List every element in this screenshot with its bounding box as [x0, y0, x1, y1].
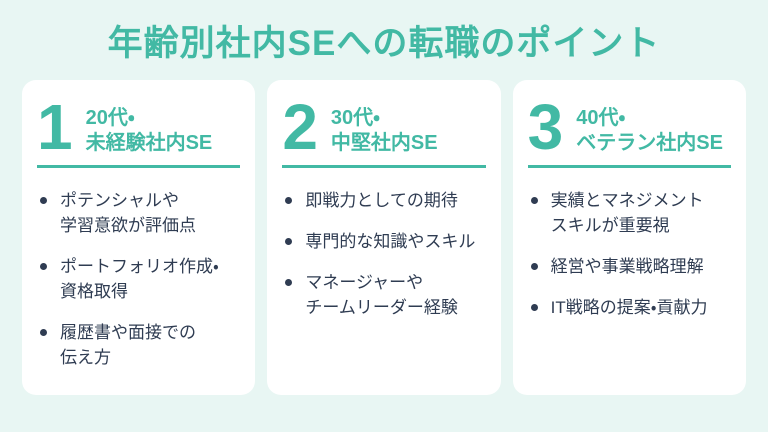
card-header: 3 40代・ ベテラン社内SE: [527, 91, 731, 164]
bullet-item: 専門的な知識やスキル: [282, 229, 485, 254]
bullet-item: マネージャーや チームリーダー経験: [282, 270, 485, 320]
bullet-item: 履歴書や面接での 伝え方: [37, 320, 240, 370]
card-bullet-list: 即戦力としての期待 専門的な知識やスキル マネージャーや チームリーダー経験: [282, 188, 485, 320]
card-number: 3: [527, 91, 564, 164]
bullet-dot-icon: [285, 197, 293, 204]
bullet-dot-icon: [40, 197, 47, 204]
bullet-text: ポテンシャルや 学習意欲が評価点: [60, 191, 196, 235]
bullet-text: 経営や事業戦略理解: [550, 257, 704, 276]
bullet-dot-icon: [40, 263, 47, 270]
card-bullet-list: ポテンシャルや 学習意欲が評価点 ポートフォリオ作成・ 資格取得 履歴書や面接で…: [37, 188, 240, 370]
card-heading: 30代・ 中堅社内SE: [330, 107, 438, 154]
bullet-item: IT戦略の提案・貢献力: [528, 295, 731, 320]
card-20s-beginner-se: 1 20代・ 未経験社内SE ポテンシャルや 学習意欲が評価点 ポートフォリオ作…: [22, 80, 256, 395]
bullet-text: 実績とマネジメント スキルが重要視: [550, 191, 704, 235]
card-header: 2 30代・ 中堅社内SE: [282, 91, 485, 164]
bullet-dot-icon: [530, 304, 538, 311]
bullet-item: 実績とマネジメント スキルが重要視: [528, 188, 731, 238]
bullet-text: マネージャーや チームリーダー経験: [305, 273, 458, 317]
card-number: 2: [282, 91, 318, 164]
bullet-text: 専門的な知識やスキル: [305, 232, 476, 251]
title-bar: 年齢別社内SEへの転職のポイント: [0, 0, 768, 80]
card-bullet-list: 実績とマネジメント スキルが重要視 経営や事業戦略理解 IT戦略の提案・貢献力: [528, 188, 731, 320]
card-divider: [37, 165, 241, 168]
card-divider: [282, 165, 486, 168]
card-heading: 40代・ ベテラン社内SE: [576, 107, 723, 154]
card-30s-midlevel-se: 2 30代・ 中堅社内SE 即戦力としての期待 専門的な知識やスキル マネージャ…: [267, 80, 501, 395]
card-header: 1 20代・ 未経験社内SE: [37, 91, 240, 164]
card-number: 1: [37, 91, 73, 164]
bullet-item: ポートフォリオ作成・ 資格取得: [37, 254, 240, 304]
page-title: 年齢別社内SEへの転職のポイント: [107, 23, 661, 63]
card-divider: [527, 165, 731, 168]
card-heading: 20代・ 未経験社内SE: [85, 107, 213, 154]
bullet-dot-icon: [285, 279, 293, 286]
bullet-dot-icon: [530, 197, 538, 204]
bullet-item: 経営や事業戦略理解: [528, 254, 731, 279]
bullet-item: ポテンシャルや 学習意欲が評価点: [37, 188, 240, 238]
bullet-text: IT戦略の提案・貢献力: [550, 298, 708, 317]
bullet-dot-icon: [285, 238, 293, 245]
bullet-item: 即戦力としての期待: [282, 188, 485, 213]
bullet-text: 履歴書や面接での 伝え方: [60, 323, 196, 367]
age-cards-container: 1 20代・ 未経験社内SE ポテンシャルや 学習意欲が評価点 ポートフォリオ作…: [0, 80, 768, 395]
bullet-text: 即戦力としての期待: [305, 191, 458, 210]
bullet-text: ポートフォリオ作成・ 資格取得: [60, 257, 219, 301]
bullet-dot-icon: [530, 263, 538, 270]
bullet-dot-icon: [40, 329, 47, 336]
card-40s-veteran-se: 3 40代・ ベテラン社内SE 実績とマネジメント スキルが重要視 経営や事業戦…: [512, 80, 746, 395]
